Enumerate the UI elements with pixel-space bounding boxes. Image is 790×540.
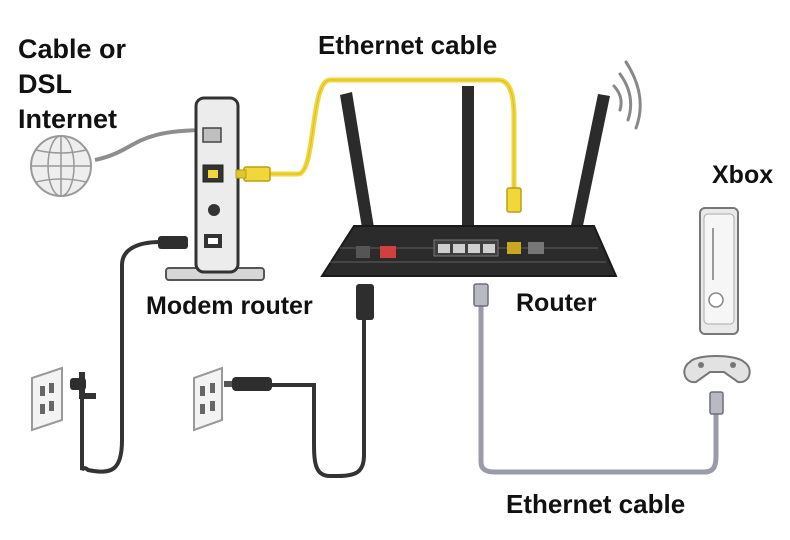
internet-label-line-1: Cable or <box>18 34 127 64</box>
router-label: Router <box>516 289 597 317</box>
internet-label-line-2: DSL <box>18 69 72 99</box>
modem-router-label: Modem router <box>146 292 313 320</box>
modem-power-cord <box>80 240 161 474</box>
router-power-cord <box>270 320 366 478</box>
power-outlet-icon <box>31 366 63 432</box>
ethernet-cable-yellow <box>268 77 517 190</box>
globe-icon <box>30 135 92 197</box>
ethernet-cable-label-bottom: Ethernet cable <box>506 489 686 519</box>
power-outlet-icon <box>193 366 223 432</box>
modem-router-device <box>165 96 265 281</box>
wifi-signal-icon <box>612 60 642 130</box>
xbox-console <box>699 207 739 335</box>
game-controller-icon <box>683 355 751 384</box>
coax-cable <box>94 128 209 162</box>
internet-label-line-3: Internet <box>18 104 118 134</box>
ethernet-cable-label-top: Ethernet cable <box>318 30 498 60</box>
internet-source-label: Cable or DSL Internet <box>18 32 126 137</box>
ethernet-cable-gray <box>478 300 719 475</box>
xbox-label: Xbox <box>712 161 774 189</box>
router-device <box>320 86 618 277</box>
